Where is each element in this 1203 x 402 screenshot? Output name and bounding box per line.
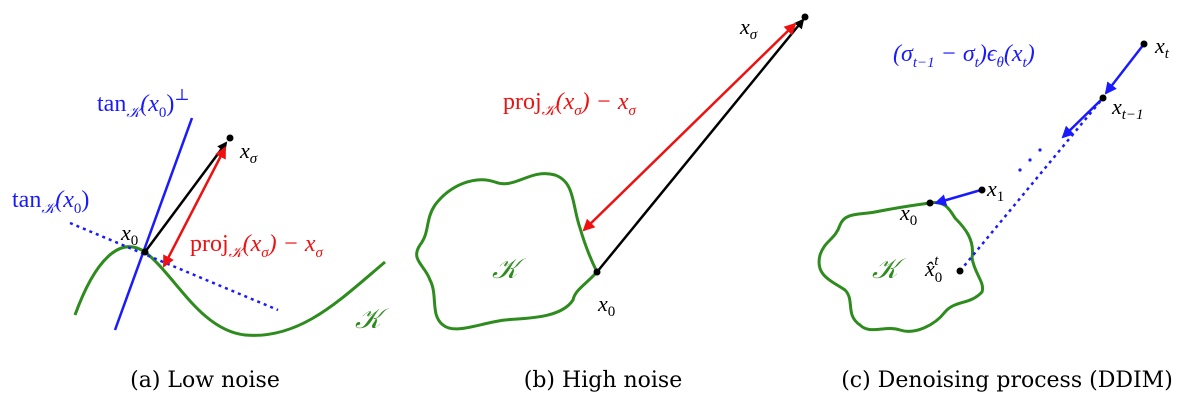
prediction-line bbox=[959, 97, 1104, 272]
label-x1: x1 bbox=[986, 176, 1004, 205]
panel-c: (σt−1 − σt)ϵθ(xt) xt xt−1 x1 x0 x̂0t 𝒦 (… bbox=[817, 33, 1173, 393]
label-tan: tan𝒦(x0) bbox=[12, 187, 89, 217]
ellipsis-dot bbox=[1038, 148, 1042, 152]
point-x0 bbox=[926, 199, 934, 207]
label-proj: proj𝒦(xσ) − xσ bbox=[503, 89, 637, 119]
ellipsis-dot bbox=[1028, 158, 1032, 162]
caption-a: (a) Low noise bbox=[130, 368, 280, 393]
projection-arrow bbox=[582, 22, 797, 232]
point-xt-1 bbox=[1099, 94, 1107, 102]
point-x0 bbox=[593, 268, 601, 276]
point-xt bbox=[1140, 40, 1148, 48]
step-arrow-1 bbox=[934, 188, 982, 206]
label-x0: x0 bbox=[597, 291, 615, 320]
caption-c: (c) Denoising process (DDIM) bbox=[841, 368, 1173, 393]
point-x-sigma bbox=[801, 13, 809, 21]
label-xhat0: x̂0t bbox=[924, 253, 942, 286]
manifold-curve bbox=[73, 245, 386, 337]
label-K: 𝒦 bbox=[355, 304, 390, 335]
noise-arrow bbox=[596, 18, 805, 273]
projection-arrow bbox=[162, 146, 227, 268]
label-K: 𝒦 bbox=[872, 254, 907, 285]
label-tan-perp: tan𝒦(x0)⊥ bbox=[97, 87, 189, 121]
label-x0: x0 bbox=[899, 200, 917, 229]
label-step: (σt−1 − σt)ϵθ(xt) bbox=[893, 41, 1035, 71]
label-x0: x0 bbox=[120, 220, 138, 249]
point-x0 bbox=[141, 248, 149, 256]
label-proj: proj𝒦(xσ) − xσ bbox=[190, 231, 324, 261]
step-arrow-t-1 bbox=[1061, 97, 1104, 139]
ellipsis-dot bbox=[1018, 168, 1022, 172]
label-xt: xt bbox=[1154, 33, 1170, 62]
manifold-region bbox=[817, 200, 985, 333]
point-x-sigma bbox=[226, 134, 234, 142]
label-xt-1: xt−1 bbox=[1111, 94, 1144, 123]
step-arrow-t bbox=[1104, 43, 1145, 95]
label-K: 𝒦 bbox=[492, 254, 527, 285]
label-x-sigma: xσ bbox=[239, 138, 258, 167]
label-x-sigma: xσ bbox=[739, 14, 758, 43]
panel-a: tan𝒦(x0)⊥ tan𝒦(x0) x0 xσ proj𝒦(xσ) − xσ … bbox=[12, 87, 390, 393]
point-xhat0 bbox=[956, 267, 964, 275]
panel-b: xσ proj𝒦(xσ) − xσ 𝒦 x0 (b) High noise bbox=[415, 13, 809, 393]
manifold-region bbox=[415, 172, 599, 331]
point-x1 bbox=[978, 186, 986, 194]
caption-b: (b) High noise bbox=[524, 368, 682, 393]
